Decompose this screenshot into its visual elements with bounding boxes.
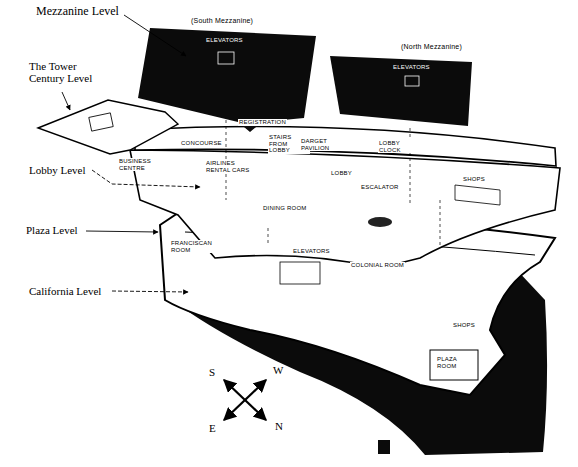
room-name: PLAZA ROOM bbox=[436, 356, 476, 369]
tower-core bbox=[89, 113, 113, 131]
room-name: ELEVATORS bbox=[205, 37, 244, 44]
compass-letter: N bbox=[274, 420, 284, 432]
level-callout: The Tower Century Level bbox=[28, 60, 112, 84]
room-name: CONCOURSE bbox=[180, 140, 223, 147]
tower-century-level-plate bbox=[38, 100, 178, 154]
compass-letter: W bbox=[272, 364, 284, 376]
level-callout: Mezzanine Level bbox=[35, 5, 120, 18]
lobby-upper-band bbox=[135, 127, 556, 166]
level-callout: Plaza Level bbox=[25, 224, 79, 236]
room-name: DINING ROOM bbox=[262, 205, 308, 212]
room-name: COLONIAL ROOM bbox=[350, 262, 405, 269]
column-stub bbox=[378, 440, 390, 454]
lobby-shops-outline bbox=[455, 185, 500, 205]
room-name: FRANCISCAN ROOM bbox=[170, 240, 212, 253]
south-mezzanine-plate bbox=[138, 28, 316, 132]
room-name: ELEVATORS bbox=[292, 248, 331, 255]
elevator-core bbox=[218, 52, 234, 64]
elevator-core bbox=[405, 76, 419, 86]
room-outline bbox=[280, 262, 320, 284]
area-name: (South Mezzanine) bbox=[190, 17, 254, 25]
room-name: LOBBY CLOCK bbox=[378, 140, 412, 153]
compass-letter: E bbox=[208, 422, 217, 434]
compass-rose bbox=[224, 380, 266, 420]
room-name: SHOPS bbox=[462, 176, 486, 183]
room-name: DARGET PAVILION bbox=[300, 138, 342, 151]
room-name: REGISTRATION bbox=[238, 119, 287, 126]
area-name: (North Mezzanine) bbox=[400, 43, 463, 51]
level-callout: Lobby Level bbox=[28, 164, 87, 176]
north-mezzanine-plate bbox=[330, 56, 472, 126]
room-name: LOBBY bbox=[330, 170, 353, 177]
room-name: ESCALATOR bbox=[360, 184, 400, 191]
room-name: AIRLINES RENTAL CARS bbox=[205, 160, 251, 173]
plaza-room-outline bbox=[430, 350, 478, 380]
lobby-fountain bbox=[368, 217, 392, 227]
room-name: ELEVATORS bbox=[392, 64, 431, 71]
compass-letter: S bbox=[208, 366, 216, 378]
level-callout: California Level bbox=[28, 285, 102, 297]
lobby-level-plate bbox=[130, 150, 560, 268]
shaft-lines bbox=[226, 120, 440, 248]
room-name: SHOPS bbox=[452, 322, 476, 329]
room-name: BUSINESS CENTRE bbox=[118, 158, 162, 171]
